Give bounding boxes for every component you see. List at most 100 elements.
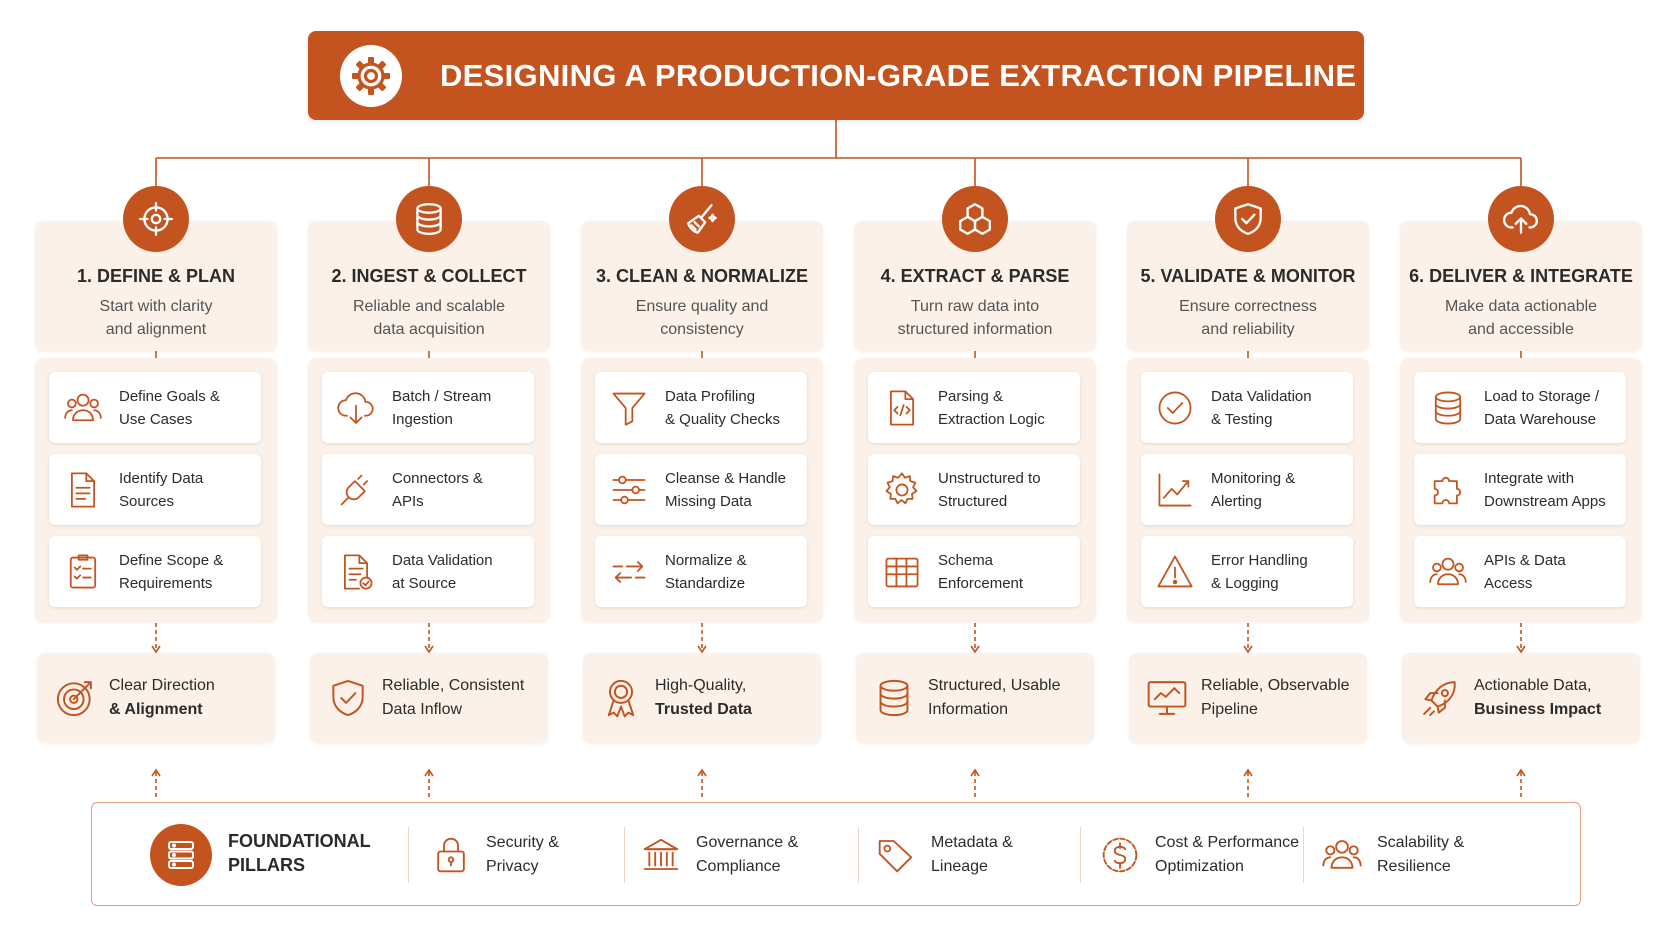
task-label-line: Define Goals &: [119, 387, 220, 405]
task-label: Normalize & Standardize: [657, 549, 753, 595]
stage-subtitle-line: and accessible: [1468, 321, 1574, 338]
task-panel: Parsing & Extraction Logic Unstructured …: [854, 358, 1096, 622]
task-label-line: Standardize: [665, 574, 746, 592]
task-label: Data Profiling & Quality Checks: [657, 385, 786, 431]
outcome-line: High-Quality,: [655, 677, 747, 694]
task-card: Schema Enforcement: [868, 536, 1080, 607]
pillar-item: Security & Privacy: [428, 821, 559, 889]
task-card: Define Goals & Use Cases: [49, 372, 261, 443]
cubes-icon: [942, 186, 1008, 252]
task-card: Cleanse & Handle Missing Data: [595, 454, 807, 525]
task-label-line: Alerting: [1211, 492, 1262, 510]
funnel-icon: [601, 372, 657, 443]
code-file-icon: [874, 372, 930, 443]
task-card: Load to Storage / Data Warehouse: [1414, 372, 1626, 443]
outcome-line: Clear Direction: [109, 677, 215, 694]
stage-header: 3. CLEAN & NORMALIZE Ensure quality and …: [581, 221, 823, 351]
arrow-head: [424, 645, 434, 654]
stage-subtitle-line: Ensure correctness: [1179, 298, 1317, 315]
task-label: Schema Enforcement: [930, 549, 1029, 595]
task-label-line: Define Scope &: [119, 551, 224, 569]
task-label-line: Sources: [119, 492, 175, 510]
arrow-head: [970, 645, 980, 654]
pillar-item: Metadata & Lineage: [873, 821, 1013, 889]
task-label-line: & Quality Checks: [665, 410, 781, 428]
outcome-line: Reliable, Observable: [1201, 677, 1350, 694]
task-label-line: Data Validation: [1211, 387, 1312, 405]
task-card: Parsing & Extraction Logic: [868, 372, 1080, 443]
pillar-label: Cost & Performance Optimization: [1155, 834, 1300, 875]
stage-subtitle: Start with clarity and alignment: [35, 295, 277, 341]
task-label: Unstructured to Structured: [930, 467, 1047, 513]
task-label-line: Schema: [938, 551, 994, 569]
task-panel: Define Goals & Use Cases Identify Data S…: [35, 358, 277, 622]
task-label: Define Goals & Use Cases: [111, 385, 226, 431]
outcome-card: Clear Direction& Alignment: [37, 653, 275, 743]
task-card: Error Handling & Logging: [1141, 536, 1353, 607]
warning-icon: [1147, 536, 1203, 607]
stage-subtitle: Ensure correctness and reliability: [1127, 295, 1369, 341]
stage-subtitle: Make data actionable and accessible: [1400, 295, 1642, 341]
task-panel: Data Profiling & Quality Checks Cleanse …: [581, 358, 823, 622]
task-card: Monitoring & Alerting: [1141, 454, 1353, 525]
checklist-icon: [55, 536, 111, 607]
stage-subtitle-line: Start with clarity: [99, 298, 213, 315]
foundational-pillars: FOUNDATIONAL PILLARS Security & Privacy …: [91, 802, 1581, 906]
pillar-divider: [624, 827, 625, 883]
pillar-item: Cost & Performance Optimization: [1097, 821, 1299, 889]
users-icon: [1319, 834, 1365, 876]
task-card: Define Scope & Requirements: [49, 536, 261, 607]
arrow-head: [151, 768, 161, 777]
arrow-head: [1516, 645, 1526, 654]
award-icon: [587, 676, 655, 720]
page-title: DESIGNING A PRODUCTION-GRADE EXTRACTION …: [440, 57, 1357, 93]
stage-subtitle-line: Reliable and scalable: [352, 298, 506, 315]
task-card: Connectors & APIs: [322, 454, 534, 525]
task-label-line: Missing Data: [665, 492, 752, 510]
check-circle-icon: [1147, 372, 1203, 443]
gear-icon: [340, 45, 402, 107]
task-label: Integrate with Downstream Apps: [1476, 467, 1612, 513]
outcome-label: Clear Direction& Alignment: [109, 674, 215, 722]
bank-icon: [638, 834, 684, 876]
sliders-icon: [601, 454, 657, 525]
stage-subtitle-line: and alignment: [105, 321, 207, 338]
pillar-divider: [408, 827, 409, 883]
pillars-title: FOUNDATIONAL PILLARS: [228, 831, 371, 875]
users-icon: [55, 372, 111, 443]
arrow-head: [697, 768, 707, 777]
task-label-line: at Source: [392, 574, 457, 592]
task-label: Define Scope & Requirements: [111, 549, 229, 595]
dollar-circle-icon: [1097, 834, 1143, 876]
task-label-line: & Logging: [1211, 574, 1279, 592]
plug-icon: [328, 454, 384, 525]
lock-icon: [428, 834, 474, 876]
task-label-line: APIs: [392, 492, 424, 510]
task-label-line: & Testing: [1211, 410, 1273, 428]
document-icon: [55, 454, 111, 525]
stage-title: 5. VALIDATE & MONITOR: [1140, 266, 1356, 286]
gear-icon: [874, 454, 930, 525]
task-label: Load to Storage / Data Warehouse: [1476, 385, 1605, 431]
stage-subtitle: Reliable and scalable data acquisition: [308, 295, 550, 341]
task-label: APIs & Data Access: [1476, 549, 1572, 595]
database-icon: [1420, 372, 1476, 443]
task-label: Monitoring & Alerting: [1203, 467, 1301, 513]
outcome-line: Trusted Data: [655, 701, 752, 718]
shield-check-icon: [1215, 186, 1281, 252]
outcome-label: Actionable Data,Business Impact: [1474, 674, 1601, 722]
task-panel: Load to Storage / Data Warehouse Integra…: [1400, 358, 1642, 622]
task-label-line: Load to Storage /: [1484, 387, 1600, 405]
task-label-line: Ingestion: [392, 410, 453, 428]
task-label-line: Parsing &: [938, 387, 1004, 405]
task-label-line: Cleanse & Handle: [665, 469, 786, 487]
monitor-chart-icon: [1133, 676, 1201, 720]
task-label-line: Connectors &: [392, 469, 483, 487]
pillar-divider: [1303, 827, 1304, 883]
task-card: Integrate with Downstream Apps: [1414, 454, 1626, 525]
task-card: Identify Data Sources: [49, 454, 261, 525]
task-label: Error Handling & Logging: [1203, 549, 1314, 595]
task-label-line: Data Profiling: [665, 387, 756, 405]
outcome-line: Reliable, Consistent: [382, 677, 525, 694]
